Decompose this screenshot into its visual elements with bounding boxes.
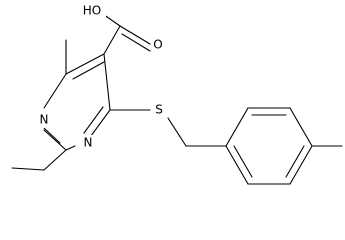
bond-c2-n3 <box>43 129 67 151</box>
bond-ar3-ar4 <box>289 107 313 147</box>
bond-ar1-ar2 <box>225 107 249 147</box>
bond-n1-c2 <box>65 145 76 151</box>
atom-label-ring-nitrogen-left: N <box>40 113 49 127</box>
bond-ar4-ar5 <box>289 145 313 185</box>
bond-c6-n1-double <box>83 106 104 134</box>
bond-ethyl-2 <box>11 167 45 171</box>
structure-canvas: HO O N N S <box>11 3 343 185</box>
bond-s-ch2 <box>167 117 187 147</box>
bond-ar6-ar1 <box>225 145 249 185</box>
benzene-ring <box>225 107 343 185</box>
bond-c2-n3-double <box>43 127 61 144</box>
atom-label-hydroxyl: HO <box>83 4 101 18</box>
bond-carbonyl-double <box>121 33 151 52</box>
bond-ar6-ar1-double <box>233 145 253 178</box>
atom-label-sulfur: S <box>155 103 163 117</box>
chemical-structure-diagram: HO O N N S <box>11 3 343 185</box>
atom-label-ring-nitrogen-bottom: N <box>84 136 93 150</box>
atom-labels: HO O N N S <box>37 3 166 151</box>
bond-c4-c5-double <box>72 61 105 80</box>
bond-carbonyl <box>119 25 151 45</box>
bond-c5-c6 <box>103 53 111 111</box>
bond-ar4-ar5-double <box>285 145 305 178</box>
bond-c4-c5 <box>65 53 105 75</box>
bond-carboxyl-c5 <box>103 25 121 55</box>
bond-ethyl-1 <box>43 149 67 171</box>
atom-label-carbonyl-oxygen: O <box>153 38 162 52</box>
bond-n3-c4 <box>43 73 67 109</box>
pyrimidine-ring <box>43 53 111 151</box>
substituent-bonds <box>11 11 227 171</box>
